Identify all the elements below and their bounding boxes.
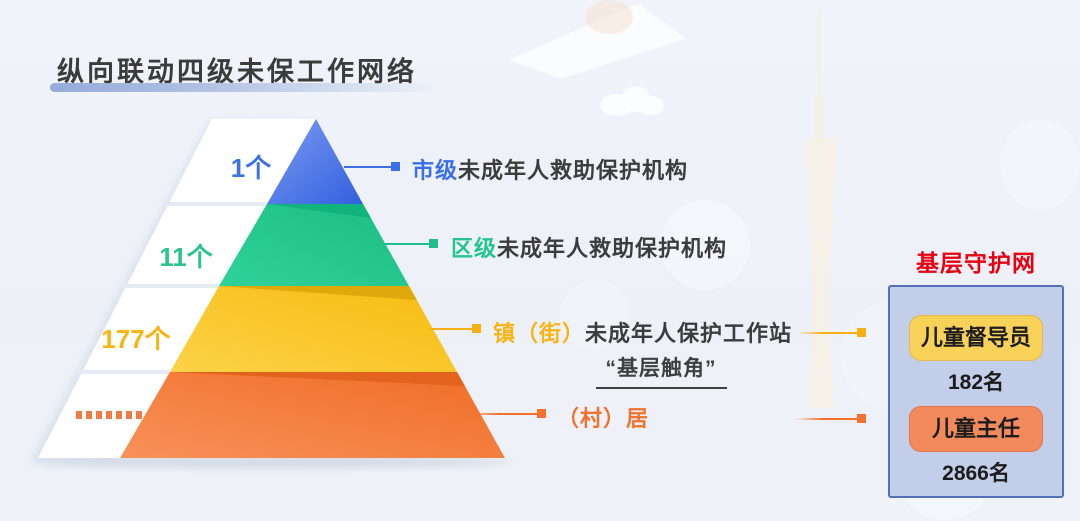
connector-line [455, 412, 537, 415]
level-count-town: 177个 [101, 324, 171, 354]
level-count-city: 1个 [230, 153, 272, 183]
square-endpoint-icon [391, 162, 400, 171]
connector-line [796, 331, 857, 334]
connector-line [344, 165, 391, 168]
level-label-rest: 未成年人救助保护机构 [497, 236, 728, 261]
role-pill-director: 儿童主任 [909, 406, 1043, 452]
level-label-district: 区级未成年人救助保护机构 [451, 231, 727, 263]
pyramid-level-town [170, 286, 457, 372]
square-endpoint-icon [429, 239, 438, 248]
connector-town [429, 324, 481, 333]
pyramid-level-city [267, 119, 363, 204]
role-count-supervisor: 182名 [947, 371, 1005, 394]
town-sub-label-text: “基层触角” [595, 352, 727, 389]
role-count-director: 2866名 [942, 462, 1010, 485]
role-pill-supervisor: 儿童督导员 [909, 315, 1043, 361]
connector-line [429, 327, 472, 330]
connector-village-to-panel [795, 414, 866, 423]
level-label-city: 市级未成年人救助保护机构 [412, 153, 688, 185]
side-face-divider [167, 202, 268, 206]
level-label-prefix: 区级 [451, 236, 498, 261]
square-endpoint-icon [472, 324, 481, 333]
side-face-divider [77, 370, 171, 374]
pyramid-level-town-fold [219, 286, 417, 300]
level-label-prefix: 镇（街） [493, 321, 586, 346]
grassroots-network-title: 基层守护网 [916, 250, 1036, 276]
square-endpoint-icon [857, 328, 866, 337]
grassroots-network-panel: 儿童督导员 182名 儿童主任 2866名 [888, 285, 1064, 498]
side-face-divider [122, 284, 220, 288]
level-label-prefix: 市级 [412, 158, 459, 183]
level-label-town: 镇（街）未成年人保护工作站 [493, 316, 792, 348]
pyramid-level-district-fold [267, 204, 371, 218]
connector-town-to-panel [796, 328, 866, 337]
level-label-village: （村）居 [557, 401, 649, 433]
level-label-rest: 未成年人保护工作站 [585, 321, 793, 346]
page-title: 纵向联动四级未保工作网络 [57, 57, 417, 87]
pyramid-shadow [32, 455, 512, 469]
square-endpoint-icon [537, 409, 546, 418]
square-endpoint-icon [857, 414, 866, 423]
title-underline [50, 83, 460, 92]
town-sub-label: “基层触角” [555, 352, 767, 389]
connector-village [455, 409, 546, 418]
level-count-village-ellipsis: ...... [76, 411, 146, 419]
pyramid-level-district [219, 204, 409, 286]
connector-line [795, 417, 857, 420]
pyramid-level-village [120, 372, 505, 458]
level-count-district: 11个 [159, 242, 213, 272]
connector-district [382, 239, 438, 248]
pyramid-level-village-fold [170, 372, 465, 386]
level-label-rest: 未成年人救助保护机构 [458, 158, 689, 183]
connector-city [344, 162, 400, 171]
connector-line [382, 242, 429, 245]
level-label-prefix: （村）居 [557, 406, 650, 431]
